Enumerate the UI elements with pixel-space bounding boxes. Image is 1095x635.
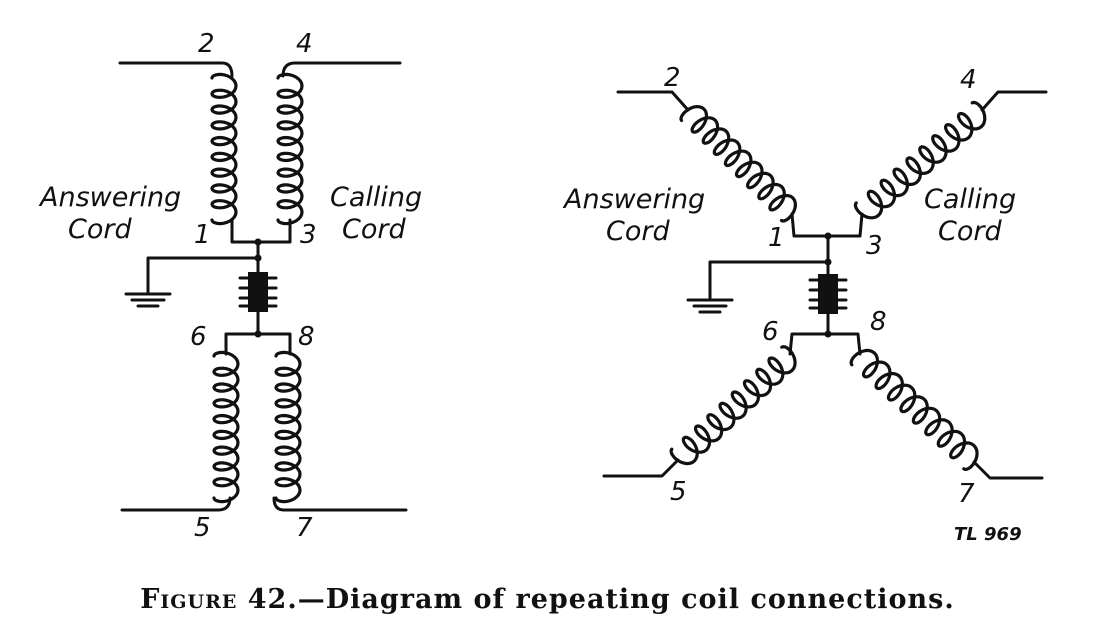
right-coil-answering-top [679,104,798,223]
right-coil-calling-bottom [849,348,979,472]
left-line-4 [281,61,402,78]
left-terminal-2: 2 [198,29,215,59]
figure-caption: Figure 42.—Diagram of repeating coil con… [0,584,1095,615]
ground-icon [124,292,172,308]
left-terminal-1: 1 [194,220,211,250]
left-terminal-3: 3 [300,220,317,250]
right-calling-cord-label: Cord [938,216,1002,247]
left-ground-wire [146,256,260,294]
coil-icon [849,348,979,472]
plate-id: TL 969 [954,524,1022,545]
left-terminal-4: 4 [296,29,313,59]
left-junction-bottom [224,332,292,356]
left-terminal-7: 7 [296,513,313,543]
left-calling-cord-label: Cord [342,214,406,245]
figure-number: Figure 42. [140,584,298,615]
left-coil-calling-bottom [274,350,302,504]
left-terminal-5: 5 [194,513,211,543]
coil-icon [210,72,238,226]
coil-icon [276,72,304,226]
left-junction-dot [254,238,262,246]
left-line-5 [120,496,232,512]
right-line-7 [972,460,1044,480]
right-calling-label: Calling [924,184,1016,215]
left-coil-answering-top [210,72,238,226]
right-line-2 [616,90,690,112]
capacitor-icon [808,274,848,314]
left-terminal-6: 6 [190,322,207,352]
right-terminal-2: 2 [664,63,681,93]
right-junction-dot [824,232,832,240]
coil-icon [669,345,797,466]
right-diagram: 2 4 1 3 6 8 5 7 Answering Cord Calling C… [562,63,1048,545]
right-terminal-4: 4 [960,65,977,95]
coil-icon [679,104,798,223]
right-answering-cord-label: Cord [606,216,670,247]
left-answering-label: Answering [38,182,181,213]
right-coil-calling-top [853,100,987,220]
coil-icon [853,100,987,220]
right-junction-bottom [788,332,862,356]
left-terminal-8: 8 [298,322,315,352]
right-terminal-5: 5 [670,477,687,507]
repeating-coil-diagram: 2 4 1 3 6 8 5 7 Answering Cord Calling C… [38,29,1048,545]
right-line-4 [980,90,1048,112]
right-terminal-7: 7 [958,479,975,509]
right-terminal-8: 8 [870,307,887,337]
left-diagram: 2 4 1 3 6 8 5 7 Answering Cord Calling C… [38,29,422,543]
left-coil-answering-bottom [212,350,240,504]
caption-text: —Diagram of repeating coil connections. [297,584,955,615]
coil-icon [274,350,302,504]
left-line-2 [118,61,234,78]
capacitor-icon [238,272,278,312]
right-terminal-6: 6 [762,317,779,347]
left-line-7 [272,496,408,512]
left-coil-calling-top [276,72,304,226]
coil-icon [212,350,240,504]
left-calling-label: Calling [330,182,422,213]
right-ground-wire [708,260,830,300]
ground-icon [686,298,734,314]
right-coil-answering-bottom [669,345,797,466]
right-terminal-1: 1 [768,223,785,253]
right-answering-label: Answering [562,184,705,215]
left-answering-cord-label: Cord [68,214,132,245]
right-terminal-3: 3 [866,231,883,261]
right-line-5 [602,458,680,478]
